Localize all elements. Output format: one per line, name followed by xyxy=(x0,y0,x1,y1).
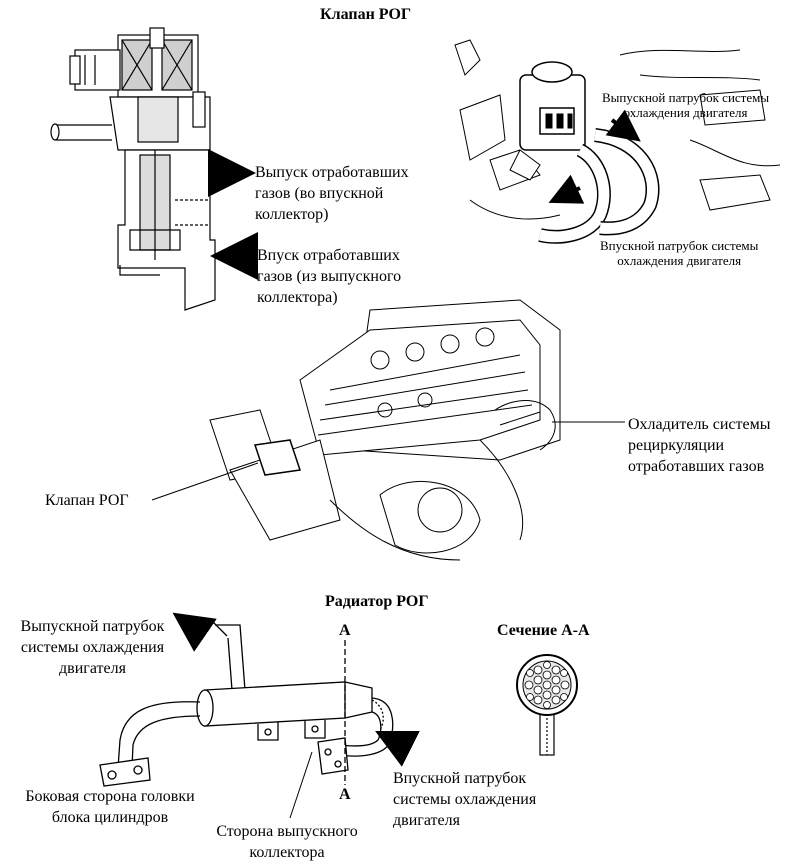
radiator-outlet-arrow xyxy=(172,612,217,652)
engine-sketch xyxy=(209,299,561,561)
egr-inlet-label: Впуск отработавших газов (из выпускного … xyxy=(257,247,402,306)
valve-leader-line xyxy=(151,462,259,501)
egr-valve-installed-sketch xyxy=(454,39,781,244)
section-a-a-drawing xyxy=(516,654,578,756)
photo-inlet-arrow xyxy=(548,174,585,204)
radiator-coolant-outlet-label: Выпускной патрубок системы охлаждения дв… xyxy=(20,618,165,677)
exhaust-side-leader-line xyxy=(289,751,313,819)
section-marker-top: A xyxy=(339,622,351,639)
photo-coolant-outlet-label: Выпускной патрубок системы охлаждения дв… xyxy=(602,90,770,120)
egr-outlet-label: Выпуск отработавших газов (во впускной к… xyxy=(255,164,409,223)
photo-outlet-arrow xyxy=(605,109,641,142)
section-marker-bottom: A xyxy=(339,786,351,803)
egr-valve-engine-label: Клапан РОГ xyxy=(45,492,129,509)
radiator-coolant-inlet-label: Впускной патрубок системы охлаждения дви… xyxy=(393,770,537,829)
radiator-inlet-arrow xyxy=(375,731,420,767)
egr-valve-title: Клапан РОГ xyxy=(320,6,412,23)
section-title: Сечение А-А xyxy=(497,622,590,639)
photo-coolant-inlet-label: Впускной патрубок системы охлаждения дви… xyxy=(600,238,759,268)
egr-cooler-label: Охладитель системы рециркуляции отработа… xyxy=(628,416,771,475)
egr-radiator-title: Радиатор РОГ xyxy=(325,593,429,610)
head-side-label: Боковая сторона головки блока цилиндров xyxy=(25,788,195,826)
egr-valve-cross-section xyxy=(50,27,216,311)
egr-radiator-drawing xyxy=(99,621,394,787)
exhaust-side-label: Сторона выпускного коллектора xyxy=(216,823,358,861)
